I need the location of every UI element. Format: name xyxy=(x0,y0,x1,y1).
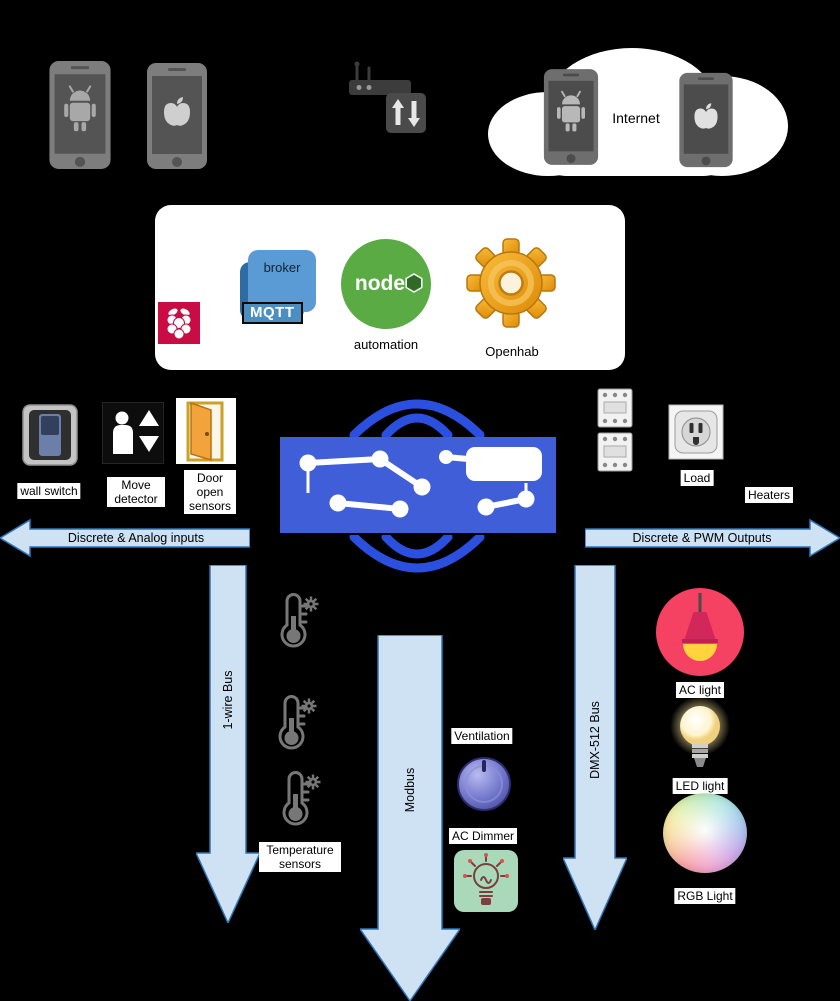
modbus-label: Modbus xyxy=(403,767,417,813)
mqtt-front-layer: broker xyxy=(248,250,316,312)
led-light-label: LED light xyxy=(672,778,728,795)
one-wire-bus-arrow xyxy=(196,565,260,923)
raspberry-pi-icon xyxy=(158,302,200,344)
heaters-label: Heaters xyxy=(744,487,794,504)
mqtt-broker-icon: broker MQTT xyxy=(240,250,320,332)
mqtt-label: MQTT xyxy=(242,302,303,324)
move-detector-icon xyxy=(102,402,164,464)
ventilation-label: Ventilation xyxy=(451,728,513,745)
rgb-light-label: RGB Light xyxy=(674,888,736,905)
controller-pcb-icon xyxy=(280,437,556,533)
wifi-waves-bottom-icon xyxy=(349,535,485,573)
ventilation-knob-icon xyxy=(457,757,511,811)
door-sensor-label: Door open sensors xyxy=(184,470,236,515)
outputs-arrow xyxy=(585,518,840,558)
switch-box-icon xyxy=(386,93,426,133)
software-panel: broker MQTT node automation xyxy=(155,205,625,370)
rgb-light-icon xyxy=(663,793,747,873)
thermometer-icon xyxy=(280,593,319,648)
door-sensor-icon xyxy=(176,398,236,464)
dmx-bus-arrow xyxy=(563,565,627,930)
thermometer-icon xyxy=(282,771,321,826)
node-label: node xyxy=(355,272,405,295)
inputs-arrow xyxy=(0,518,250,558)
load-socket-icon xyxy=(668,404,724,460)
wifi-waves-top-icon xyxy=(349,399,485,437)
din-relay-icon xyxy=(597,388,633,472)
rgb-highlight xyxy=(663,793,747,873)
android-phone-icon xyxy=(49,61,111,169)
broker-label: broker xyxy=(263,260,301,275)
android-phone-cloud-icon xyxy=(543,69,599,165)
openhab-label: Openhab xyxy=(485,344,539,359)
router-icon xyxy=(349,61,426,133)
wall-switch-label: wall switch xyxy=(17,483,81,500)
dmx-bus-label: DMX-512 Bus xyxy=(588,701,602,779)
node-automation-icon: node xyxy=(341,239,431,329)
thermometer-icon xyxy=(278,695,317,750)
temperature-sensors-label: Temperature sensors xyxy=(259,842,341,873)
iphone-cloud-icon xyxy=(679,72,733,168)
ac-light-label: AC light xyxy=(675,682,725,699)
ac-dimmer-label: AC Dimmer xyxy=(449,828,517,845)
pendant-lamp-icon xyxy=(656,588,744,676)
node-hexagon-icon xyxy=(405,273,423,293)
inputs-arrow-label: Discrete & Analog inputs xyxy=(67,531,205,545)
modbus-arrow xyxy=(360,635,460,1001)
internet-label: Internet xyxy=(612,110,660,126)
load-label: Load xyxy=(680,470,714,487)
iphone-icon xyxy=(147,63,207,169)
automation-label: automation xyxy=(353,337,419,352)
outputs-arrow-label: Discrete & PWM Outputs xyxy=(632,531,772,545)
led-bulb-icon xyxy=(670,696,730,767)
move-detector-label: Move detector xyxy=(107,477,165,508)
ac-dimmer-icon xyxy=(454,850,518,912)
wall-switch-icon xyxy=(22,404,78,466)
openhab-gear-icon xyxy=(466,238,556,328)
one-wire-bus-label: 1-wire Bus xyxy=(221,670,235,730)
